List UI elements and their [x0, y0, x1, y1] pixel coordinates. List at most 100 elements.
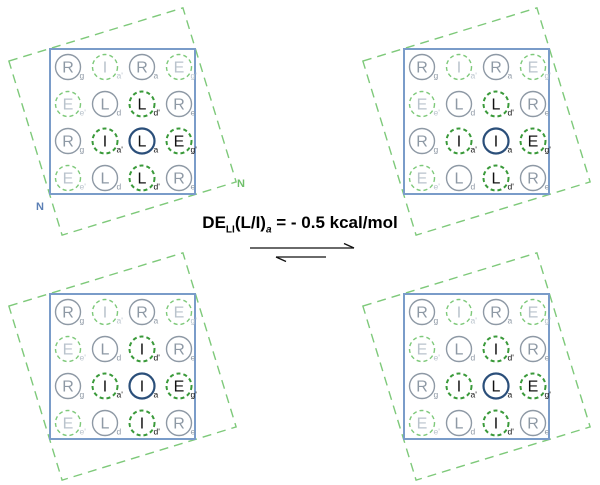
residue-position: g' — [191, 71, 198, 81]
residue-position: a — [154, 316, 159, 326]
residue-position: a' — [471, 145, 478, 155]
residue-position: d' — [508, 427, 515, 437]
residue-letter: L — [138, 97, 147, 114]
residue-letter: L — [455, 171, 464, 188]
residue-letter: L — [492, 97, 501, 114]
residue-letter: L — [455, 416, 464, 433]
residue-position: g' — [545, 71, 552, 81]
residue-letter: E — [417, 171, 428, 188]
residue-letter: L — [492, 171, 501, 188]
residue-letter: E — [63, 342, 74, 359]
residue-letter: L — [138, 134, 147, 151]
residue-letter: E — [174, 60, 185, 77]
delta-energy-equation: DELI(L/I)a = - 0.5 kcal/mol — [150, 213, 450, 235]
residue-position: e' — [80, 353, 87, 363]
residue-letter: E — [528, 305, 539, 322]
residue-letter: E — [63, 97, 74, 114]
residue-position: a' — [117, 71, 124, 81]
residue-position: e — [545, 108, 550, 118]
n-terminus-label-green: N — [237, 178, 245, 190]
residue-letter: L — [455, 342, 464, 359]
residue-letter: I — [494, 134, 498, 151]
residue-position: d — [117, 108, 122, 118]
equilibrium-arrows — [250, 242, 355, 263]
residue-position: a — [154, 71, 159, 81]
residue-letter: I — [494, 342, 498, 359]
n-terminus-label: N — [36, 201, 44, 213]
residue-position: e' — [80, 108, 87, 118]
residue-position: g — [80, 145, 85, 155]
residue-position: a — [508, 71, 513, 81]
residue-letter: L — [101, 171, 110, 188]
helix-frame — [49, 48, 196, 195]
residue-letter: E — [174, 379, 185, 396]
residue-letter: R — [416, 60, 428, 77]
residue-letter: E — [417, 416, 428, 433]
residue-position: e — [191, 108, 196, 118]
helix-dashed-frame — [361, 6, 592, 237]
residue-position: a — [508, 145, 513, 155]
residue-position: e' — [80, 427, 87, 437]
residue-letter: E — [174, 134, 185, 151]
residue-letter: I — [103, 60, 107, 77]
equation-value: = - 0.5 kcal/mol — [271, 213, 398, 232]
residue-position: d' — [154, 427, 161, 437]
residue-letter: R — [173, 342, 185, 359]
residue-position: e' — [434, 353, 441, 363]
residue-position: d — [117, 353, 122, 363]
residue-letter: R — [136, 305, 148, 322]
residue-position: e' — [434, 427, 441, 437]
residue-position: d' — [154, 182, 161, 192]
helix-dashed-frame — [361, 251, 592, 482]
residue-letter: I — [140, 379, 144, 396]
residue-position: d — [117, 427, 122, 437]
residue-position: a' — [117, 316, 124, 326]
residue-position: g' — [545, 390, 552, 400]
residue-letter: I — [140, 342, 144, 359]
residue-letter: R — [62, 379, 74, 396]
residue-letter: R — [416, 305, 428, 322]
residue-position: a' — [117, 390, 124, 400]
residue-letter: I — [103, 134, 107, 151]
residue-position: d' — [154, 108, 161, 118]
residue-position: e — [545, 182, 550, 192]
residue-letter: R — [490, 305, 502, 322]
residue-position: g' — [191, 390, 198, 400]
